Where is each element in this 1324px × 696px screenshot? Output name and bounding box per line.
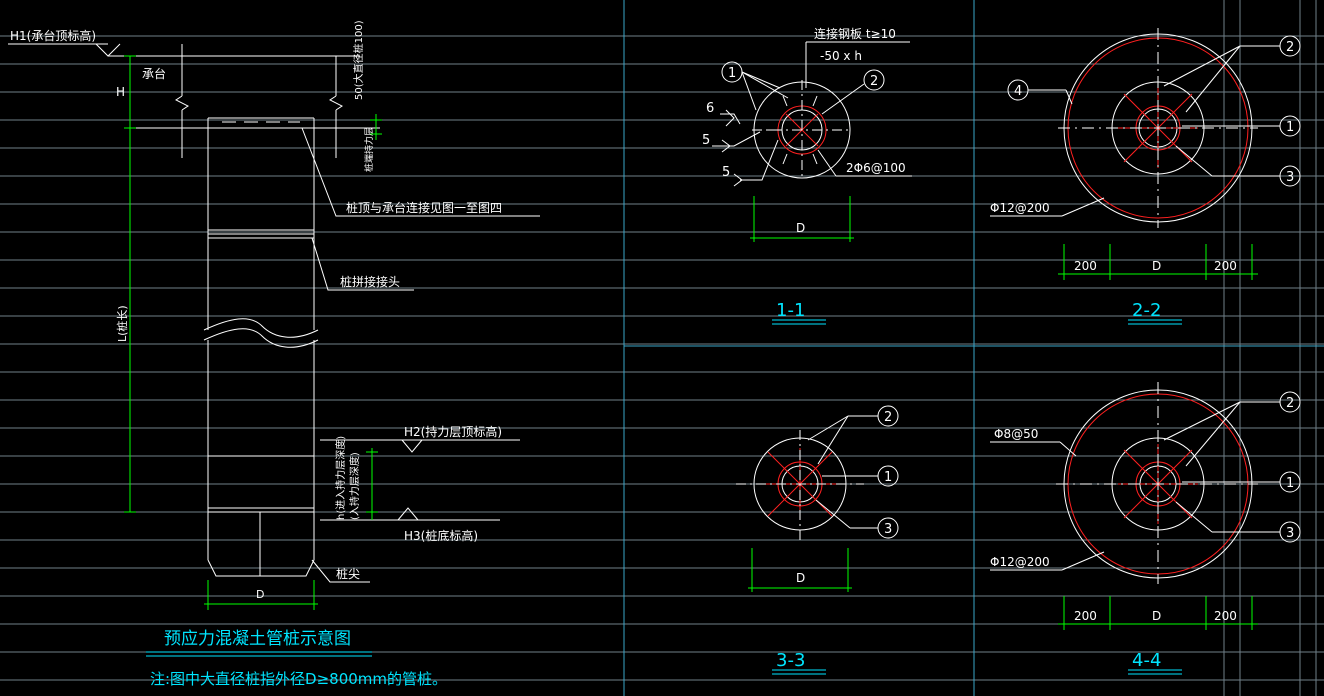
s33-mark-1: 1: [884, 470, 892, 485]
main-title: 预应力混凝土管桩示意图: [164, 629, 351, 649]
h2-label: H2(持力层顶标高): [404, 424, 502, 439]
s22-dim-right: 200: [1214, 259, 1237, 273]
section-1-1: 6 5 5 连接钢板 t≥10 -50 x h 1 2 2Φ6@100 D 1-…: [702, 26, 912, 325]
h3-label: H3(桩底标高): [404, 528, 478, 543]
section-3-3: 2 1 3 D 3-3: [736, 405, 899, 675]
s22-d-label: D: [1152, 259, 1161, 273]
s11-mark-2: 2: [870, 74, 878, 89]
s22-mark-4: 4: [1014, 84, 1022, 99]
plate-size-label: -50 x h: [820, 49, 862, 63]
s44-d-label: D: [1152, 609, 1161, 623]
cap-label: 承台: [142, 66, 166, 81]
s22-dim-left: 200: [1074, 259, 1097, 273]
s44-mark-1: 1: [1286, 476, 1294, 491]
cap-embed-note: 50(大直径桩100): [352, 20, 365, 100]
s33-d-label: D: [796, 571, 805, 585]
s33-title: 3-3: [776, 650, 805, 671]
weld-5a-label: 5: [702, 133, 710, 148]
joint-note: 桩顶与承台连接见图一至图四: [346, 200, 502, 215]
s11-mark-1: 1: [728, 66, 736, 81]
s22-mark-3: 3: [1286, 170, 1294, 185]
s11-title: 1-1: [776, 300, 805, 321]
pile-seat-label: 桩端持力层: [363, 127, 375, 172]
s44-mark-3: 3: [1286, 526, 1294, 541]
s33-mark-2: 2: [884, 410, 892, 425]
s44-rebar-bottom: Φ12@200: [990, 555, 1050, 569]
pile-length-label: L(桩长): [115, 305, 129, 342]
s44-rebar-top: Φ8@50: [994, 427, 1038, 441]
s33-mark-3: 3: [884, 522, 892, 537]
weld-5b-label: 5: [722, 165, 730, 180]
s22-mark-2: 2: [1286, 40, 1294, 55]
section-4-4: 2 1 3 Φ8@50 Φ12@200 200 D 200 4-4: [990, 382, 1301, 675]
embed-label-2: (入持力层深度): [348, 452, 361, 520]
weld-6-label: 6: [706, 101, 714, 116]
s11-d-label: D: [796, 221, 805, 235]
h1-label: H1(承台顶标高): [10, 28, 96, 43]
section-2-2: 2 1 3 4 Φ12@200 200 D 200 2-2: [990, 28, 1301, 325]
tip-label: 桩尖: [336, 566, 360, 581]
s22-rebar-label: Φ12@200: [990, 201, 1050, 215]
s44-title: 4-4: [1132, 650, 1161, 671]
pile-elevation-view: H1(承台顶标高) 承台 H 50(大直径桩100) 桩端持力层: [8, 20, 540, 688]
s44-mark-2: 2: [1286, 396, 1294, 411]
plate-label: 连接钢板 t≥10: [814, 26, 896, 41]
s11-rebar-label: 2Φ6@100: [846, 161, 906, 175]
d-label: D: [256, 588, 264, 601]
splice-label: 桩拼接接头: [340, 274, 400, 289]
s44-dim-right: 200: [1214, 609, 1237, 623]
main-note: 注:图中大直径桩指外径D≥800mm的管桩。: [150, 670, 447, 688]
s44-dim-left: 200: [1074, 609, 1097, 623]
s22-title: 2-2: [1132, 300, 1161, 321]
embed-label: h(进入持力层深度): [334, 436, 347, 520]
h-dim-label: H: [116, 85, 125, 99]
s22-mark-1: 1: [1286, 120, 1294, 135]
